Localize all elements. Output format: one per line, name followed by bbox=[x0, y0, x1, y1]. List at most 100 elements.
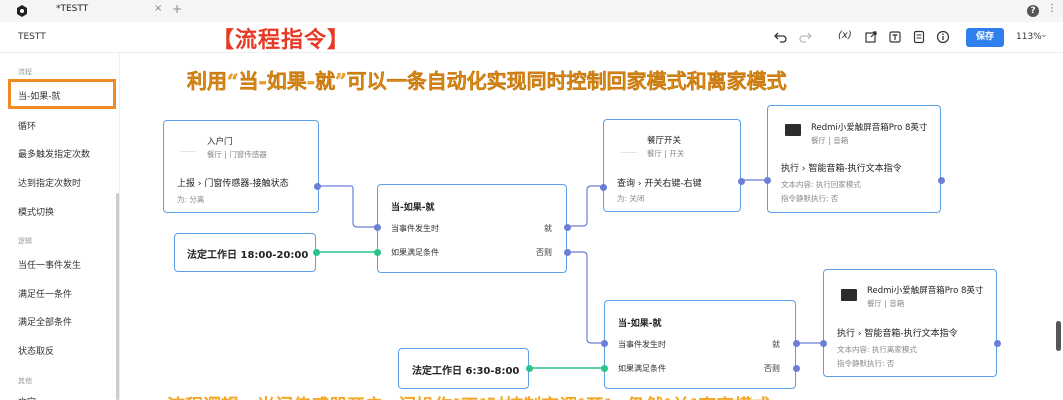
else-label: 否则 bbox=[764, 364, 780, 373]
input-port[interactable] bbox=[764, 177, 771, 184]
node-text-content: 文本内容: 执行回家模式 bbox=[781, 180, 861, 189]
header: TESTT 【流程指令】 (x) 保存 113% ⌄ bbox=[0, 22, 1063, 53]
note-icon[interactable] bbox=[912, 30, 926, 44]
more-icon[interactable]: ⋮ bbox=[1047, 3, 1057, 14]
time-condition-node-evening[interactable]: 法定工作日 18:00-20:00 bbox=[174, 233, 320, 272]
sidebar-item-max-trigger[interactable]: 最多触发指定次数 bbox=[18, 150, 91, 160]
output-port[interactable] bbox=[313, 249, 320, 256]
node-action: 查询 › 开关右键-右键 bbox=[617, 179, 702, 189]
text-icon[interactable] bbox=[888, 30, 902, 44]
tab-title: *TESTT bbox=[56, 4, 89, 14]
close-icon[interactable]: × bbox=[154, 3, 163, 14]
sidebar-section-other: 其他 bbox=[18, 377, 32, 385]
input-port[interactable] bbox=[601, 365, 608, 372]
time-condition-node-morning[interactable]: 法定工作日 6:30-8:00 bbox=[398, 348, 533, 389]
node-action: 执行 › 智能音箱-执行文本指令 bbox=[837, 329, 958, 339]
variable-icon[interactable]: (x) bbox=[838, 30, 852, 41]
wire-cond1-to-cond2 bbox=[569, 251, 605, 344]
banner-title: 【流程指令】 bbox=[212, 27, 351, 53]
input-port[interactable] bbox=[601, 340, 608, 347]
when-label: 当事件发生时 bbox=[618, 340, 666, 349]
zoom-level[interactable]: 113% bbox=[1016, 32, 1042, 42]
sidebar: 流程 当-如果-就 循环 最多触发指定次数 达到指定次数时 模式切换 逻辑 当任… bbox=[0, 53, 120, 400]
subtitle-overlay: 利用“当-如果-就”可以一条自动化实现同时控制回家模式和离家模式 bbox=[187, 69, 787, 93]
chevron-down-icon[interactable]: ⌄ bbox=[1040, 30, 1048, 40]
node-param: 为: 关闭 bbox=[617, 194, 645, 203]
output-port[interactable] bbox=[738, 178, 745, 185]
export-icon[interactable] bbox=[864, 30, 878, 44]
node-device-name: Redmi小爱触屏音箱Pro 8英寸 bbox=[811, 123, 928, 133]
node-title: 当-如果-就 bbox=[391, 203, 435, 213]
sidebar-section-logic: 逻辑 bbox=[18, 237, 32, 245]
sidebar-item-any-condition[interactable]: 满足任一条件 bbox=[18, 290, 73, 300]
sidebar-item-loop[interactable]: 循环 bbox=[18, 122, 37, 132]
door-sensor-node[interactable]: 入户门 餐厅 | 门窗传感器 上报 › 门窗传感器-接触状态 为: 分离 bbox=[163, 120, 321, 213]
canvas-scrollbar[interactable] bbox=[1056, 321, 1061, 351]
redo-icon[interactable] bbox=[798, 30, 812, 44]
sidebar-item-reach-count[interactable]: 达到指定次数时 bbox=[18, 179, 82, 189]
output-port[interactable] bbox=[526, 365, 533, 372]
sidebar-item-any-event[interactable]: 当任一事件发生 bbox=[18, 261, 82, 271]
node-device-name: Redmi小爱触屏音箱Pro 8英寸 bbox=[867, 286, 984, 296]
output-port[interactable] bbox=[564, 224, 571, 231]
node-device-location: 餐厅 | 门窗传感器 bbox=[207, 150, 267, 159]
sidebar-section-flow: 流程 bbox=[18, 68, 32, 76]
add-tab-icon[interactable]: + bbox=[172, 2, 183, 16]
node-param: 为: 分离 bbox=[177, 195, 205, 204]
node-action: 上报 › 门窗传感器-接触状态 bbox=[177, 179, 289, 189]
when-if-then-node-2[interactable]: 当-如果-就 当事件发生时 如果满足条件 就 否则 bbox=[601, 300, 800, 389]
sidebar-item-label: 当-如果-就 bbox=[18, 92, 61, 102]
input-port[interactable] bbox=[600, 184, 607, 191]
speaker-icon bbox=[785, 124, 801, 136]
app-logo-icon bbox=[17, 5, 27, 17]
sidebar-item-mode-switch[interactable]: 模式切换 bbox=[18, 208, 55, 218]
sidebar-scrollbar[interactable] bbox=[116, 193, 119, 400]
node-device-location: 餐厅 | 开关 bbox=[647, 149, 685, 158]
speaker-node-away[interactable]: Redmi小爱触屏音箱Pro 8英寸 餐厅 | 音箱 执行 › 智能音箱-执行文… bbox=[820, 269, 1001, 377]
door-sensor-icon bbox=[180, 140, 196, 152]
input-port[interactable] bbox=[374, 249, 381, 256]
when-label: 当事件发生时 bbox=[391, 224, 439, 233]
node-device-name: 餐厅开关 bbox=[647, 136, 682, 146]
node-device-location: 餐厅 | 音箱 bbox=[811, 136, 849, 145]
node-silent-flag: 指令静默执行: 否 bbox=[781, 194, 839, 203]
document-title: TESTT bbox=[18, 32, 46, 42]
output-port[interactable] bbox=[938, 177, 945, 184]
tab-testt[interactable]: *TESTT × bbox=[46, 0, 180, 22]
sidebar-item-when-if-then[interactable]: 当-如果-就 bbox=[8, 79, 116, 109]
speaker-node-home[interactable]: Redmi小爱触屏音箱Pro 8英寸 餐厅 | 音箱 执行 › 智能音箱-执行文… bbox=[764, 105, 945, 213]
sidebar-item-negate[interactable]: 状态取反 bbox=[18, 347, 55, 357]
wire-cond1-to-switch bbox=[569, 185, 605, 227]
output-port[interactable] bbox=[793, 340, 800, 347]
switch-node[interactable]: 餐厅开关 餐厅 | 开关 查询 › 开关右键-右键 为: 关闭 bbox=[600, 119, 745, 212]
else-label: 否则 bbox=[536, 248, 552, 257]
node-text-content: 文本内容: 执行离家模式 bbox=[837, 345, 917, 354]
output-port[interactable] bbox=[314, 183, 321, 190]
input-port[interactable] bbox=[374, 224, 381, 231]
node-device-location: 餐厅 | 音箱 bbox=[867, 299, 905, 308]
when-if-then-node-1[interactable]: 当-如果-就 当事件发生时 如果满足条件 就 否则 bbox=[374, 184, 571, 273]
output-port[interactable] bbox=[994, 340, 1001, 347]
info-icon[interactable] bbox=[936, 30, 950, 44]
if-label: 如果满足条件 bbox=[391, 248, 439, 257]
flow-canvas[interactable]: 利用“当-如果-就”可以一条自动化实现同时控制回家模式和离家模式 入户门 餐厅 … bbox=[121, 53, 1063, 400]
input-port[interactable] bbox=[820, 340, 827, 347]
wire-door-to-cond1 bbox=[318, 185, 378, 228]
help-icon[interactable]: ? bbox=[1027, 5, 1039, 17]
speaker-icon bbox=[841, 289, 857, 301]
node-title: 当-如果-就 bbox=[618, 319, 662, 329]
sidebar-item-text[interactable]: 文字 bbox=[18, 395, 36, 400]
output-port[interactable] bbox=[564, 249, 571, 256]
then-label: 就 bbox=[772, 340, 780, 349]
tab-bar: *TESTT × + ? ⋮ bbox=[0, 0, 1063, 22]
bottom-overlay-text: 流程逻辑：当门传感器开启→门操作[正]时控制空调[开]→仍然[关]离家模式 bbox=[167, 392, 770, 400]
undo-icon[interactable] bbox=[774, 30, 788, 44]
save-button[interactable]: 保存 bbox=[966, 28, 1004, 47]
sidebar-item-all-conditions[interactable]: 满足全部条件 bbox=[18, 318, 73, 328]
time-condition-label: 法定工作日 6:30-8:00 bbox=[412, 366, 520, 377]
output-port[interactable] bbox=[793, 365, 800, 372]
then-label: 就 bbox=[544, 224, 552, 233]
time-condition-label: 法定工作日 18:00-20:00 bbox=[187, 250, 309, 261]
switch-icon bbox=[621, 141, 637, 153]
node-action: 执行 › 智能音箱-执行文本指令 bbox=[781, 164, 902, 174]
